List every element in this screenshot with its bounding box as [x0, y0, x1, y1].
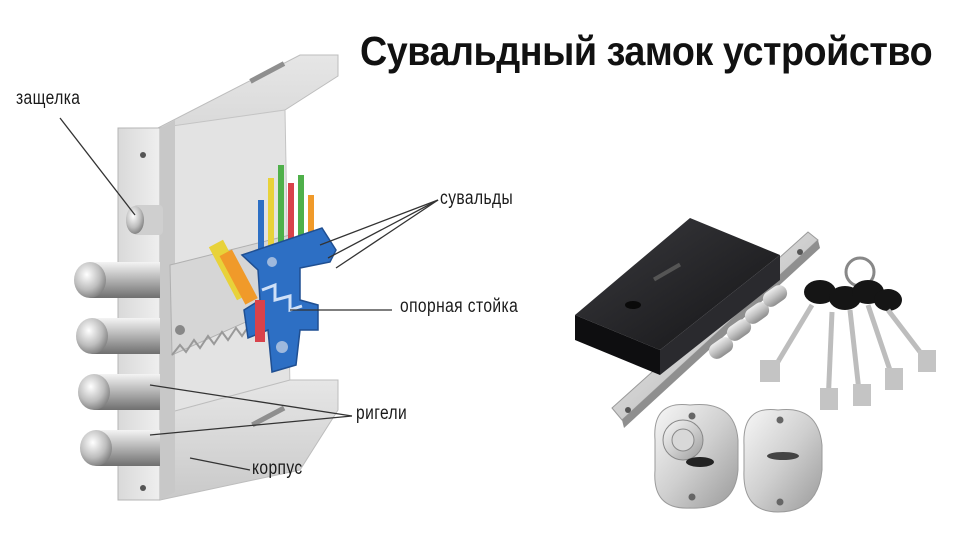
key-head-1	[804, 280, 836, 304]
key-bit-2	[820, 388, 838, 410]
key-bit-1	[760, 360, 780, 382]
callout-levers-3	[335, 199, 439, 269]
callout-levers-1	[319, 199, 439, 246]
callout-bolts-2	[149, 415, 353, 436]
label-bolts: ригели	[356, 403, 408, 424]
bolts	[74, 262, 160, 466]
lever-blue-thin	[258, 200, 264, 258]
escutcheon-plain-keyhole	[767, 452, 799, 460]
product-keyhole	[625, 301, 641, 309]
product-body-side	[575, 315, 660, 375]
product-bolt-3	[744, 302, 770, 324]
cover-slot	[249, 61, 286, 84]
product-bolt-1	[708, 337, 734, 359]
bolt-bar-pin	[175, 325, 185, 335]
product-bolt-4	[762, 285, 788, 307]
lever-pivot-2	[276, 341, 288, 353]
product-bolts	[708, 285, 788, 359]
bolt-2-cap	[76, 318, 108, 354]
screw-hole-bottom	[140, 485, 146, 491]
product-body-top	[575, 218, 780, 350]
bolt-4-cap	[80, 430, 112, 466]
faceplate-edge	[160, 120, 175, 500]
lock-product	[575, 218, 936, 513]
bolt-1-cap	[74, 262, 106, 298]
product-keys	[760, 256, 936, 410]
escutcheon-screw	[688, 412, 696, 420]
escutcheon-plain-screw-2	[776, 498, 784, 506]
label-support: опорная стойка	[400, 296, 519, 317]
lever-code-slot	[261, 282, 303, 313]
cutaway-lock	[59, 54, 439, 501]
product-screw-2	[797, 249, 803, 255]
latch-head	[126, 206, 144, 234]
key-bit-4	[885, 368, 903, 390]
label-body: корпус	[252, 458, 303, 479]
lever-green-2	[298, 175, 304, 257]
escutcheon-keyhole	[686, 457, 714, 467]
lever-stack	[208, 165, 337, 373]
bolt-3-cap	[78, 374, 110, 410]
lever-pivot	[267, 257, 277, 267]
key-head-4	[874, 289, 902, 311]
escutcheon-screw-2	[688, 493, 696, 501]
escutcheon-cover-inner	[671, 428, 695, 452]
cover-slot	[251, 405, 286, 428]
lever-red	[288, 183, 294, 258]
escutcheons	[654, 403, 823, 513]
escutcheon-plain	[743, 408, 823, 513]
callout-levers-2	[327, 199, 439, 259]
product-screw	[625, 407, 631, 413]
lever-green	[278, 165, 284, 260]
key-bit-5	[918, 350, 936, 372]
product-body-slot	[653, 262, 681, 282]
callout-latch	[59, 117, 136, 216]
lever-yellow	[268, 178, 274, 258]
lever-orange-tail	[219, 249, 258, 305]
callout-lines	[59, 117, 439, 471]
support-post	[255, 300, 265, 342]
callout-bolts-1	[149, 384, 353, 417]
label-latch: защелка	[16, 88, 81, 109]
product-body-front	[660, 255, 780, 375]
diagram-title: Сувальдный замок устройство	[360, 28, 933, 74]
label-levers: сувальды	[440, 188, 514, 209]
callout-body	[189, 457, 251, 471]
lever-orange	[308, 195, 314, 255]
escutcheon-with-cover	[654, 403, 739, 509]
escutcheon-plain-screw	[776, 416, 784, 424]
product-bolt-2	[726, 319, 752, 341]
screw-hole-top	[140, 152, 146, 158]
key-bit-3	[853, 384, 871, 406]
